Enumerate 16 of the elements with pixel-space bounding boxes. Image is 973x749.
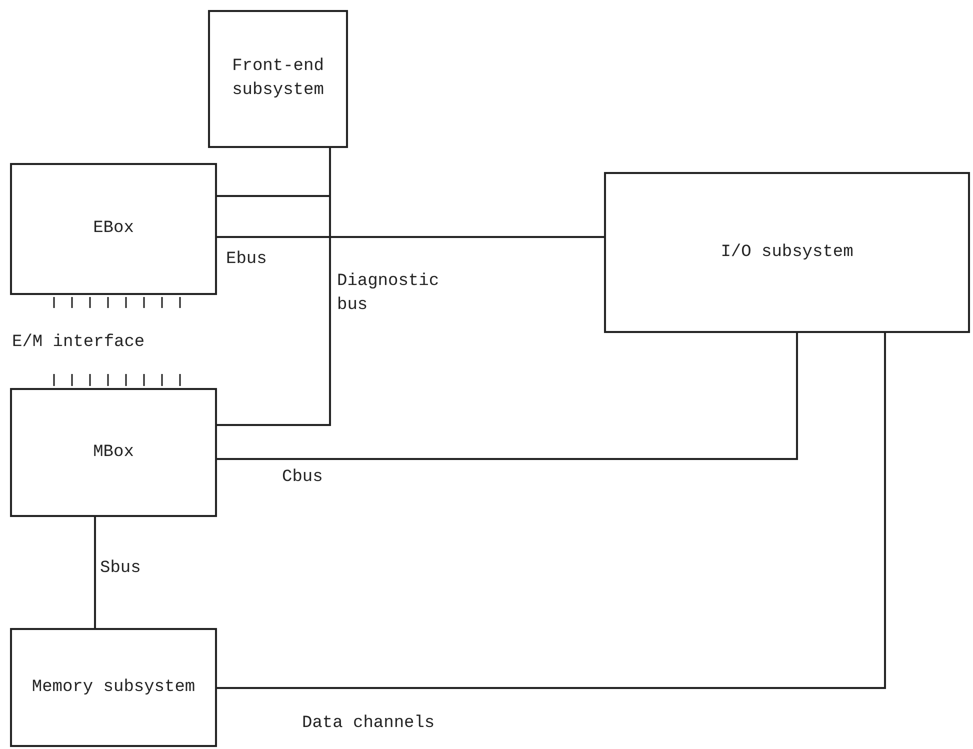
bus-line (217, 333, 798, 460)
subsystem-box (604, 172, 970, 333)
box-label: EBox (93, 218, 134, 240)
bus-line (217, 333, 886, 689)
box-label: Memory subsystem (32, 676, 196, 698)
subsystem-box (10, 163, 217, 295)
subsystem-box (10, 628, 217, 747)
box-label: Front-end subsystem (231, 56, 325, 102)
bus-line (217, 236, 604, 238)
subsystem-box (208, 10, 348, 148)
box-label: I/O subsystem (720, 242, 854, 264)
subsystem-box (10, 388, 217, 517)
interface-label: E/M interface (12, 332, 145, 354)
bus-line (94, 517, 96, 628)
bus-line (217, 148, 331, 426)
box-label: MBox (93, 442, 134, 464)
